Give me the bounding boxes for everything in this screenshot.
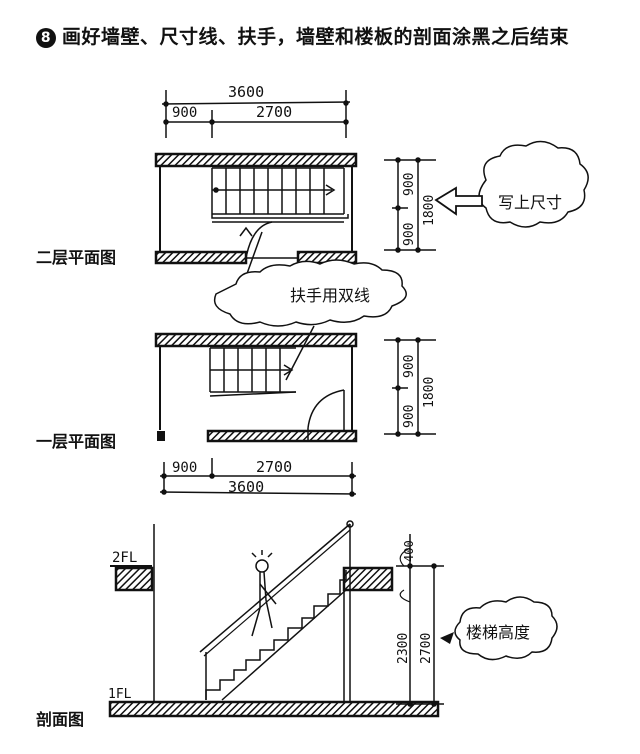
- dim-vert-1800-first: 1800: [422, 377, 437, 408]
- stair-treads-lower: [209, 325, 315, 397]
- callout-cloud-dimensions: [478, 140, 589, 228]
- level-2fl: 2FL: [112, 550, 137, 566]
- section-drawing: 2FL 1FL: [108, 520, 558, 718]
- vertical-dimension-chain: [384, 157, 436, 253]
- top-dimension-chain: [161, 90, 351, 138]
- slab-upper-left: [114, 566, 154, 592]
- arrow-icon: [434, 186, 483, 216]
- bottom-dimension-chain: [159, 458, 357, 497]
- label-first-floor-plan: 一层平面图: [36, 432, 117, 451]
- step-number-badge: 8: [36, 28, 56, 48]
- callout-handrail-text: 扶手用双线: [290, 286, 370, 305]
- dim-total-top: 3600: [228, 83, 264, 101]
- door-swing-first: [307, 389, 345, 429]
- handrail-callout: [213, 231, 407, 327]
- callout-dimensions-text: 写上尺寸: [498, 193, 562, 212]
- dim-section-400: 400: [402, 540, 416, 562]
- label-section: 剖面图: [36, 710, 85, 729]
- dim-section-2700: 2700: [419, 633, 434, 664]
- dim-vert-900-lower: 900: [402, 223, 417, 246]
- dim-landing-bottom: 900: [172, 460, 197, 476]
- dim-run-bottom: 2700: [256, 458, 292, 476]
- dim-run-top: 2700: [256, 103, 292, 121]
- dim-vert-900-upper-first: 900: [402, 355, 417, 378]
- section-dimension-chain: [396, 534, 444, 707]
- label-second-floor-plan: 二层平面图: [36, 248, 117, 267]
- handrail-double-line: [211, 214, 349, 223]
- wall-bottom-left: [154, 250, 248, 265]
- arrow-icon: [440, 632, 454, 644]
- callout-cloud-stair-height: [454, 596, 558, 661]
- door-swing: [245, 221, 273, 259]
- wall-bottom-first: [206, 429, 358, 443]
- vertical-dimension-chain-first: [384, 337, 436, 437]
- title-text: 画好墙壁、尺寸线、扶手，墙壁和楼板的剖面涂黑之后结束: [62, 26, 570, 48]
- page-title: 8 画好墙壁、尺寸线、扶手，墙壁和楼板的剖面涂黑之后结束: [36, 22, 569, 49]
- second-floor-plan: 3600 900 2700: [154, 83, 589, 265]
- dim-total-bottom: 3600: [228, 478, 264, 496]
- dim-vert-900-upper: 900: [402, 173, 417, 196]
- first-floor-plan: 900 900 1800 900 2700 3600: [154, 325, 437, 497]
- dim-section-2300: 2300: [396, 633, 411, 664]
- dim-vert-1800: 1800: [422, 195, 437, 226]
- ground-floor-slab: [108, 700, 440, 718]
- person-figure: [251, 550, 277, 637]
- stair-section: [199, 520, 354, 701]
- stair-treads-upper: [211, 167, 345, 215]
- wall-top: [154, 152, 358, 168]
- dim-vert-900-lower-first: 900: [402, 405, 417, 428]
- wall-top-first: [154, 332, 358, 348]
- dim-landing-top: 900: [172, 105, 197, 121]
- slab-upper-right: [342, 566, 394, 592]
- level-1fl: 1FL: [108, 687, 132, 702]
- callout-stair-height-text: 楼梯高度: [466, 623, 530, 642]
